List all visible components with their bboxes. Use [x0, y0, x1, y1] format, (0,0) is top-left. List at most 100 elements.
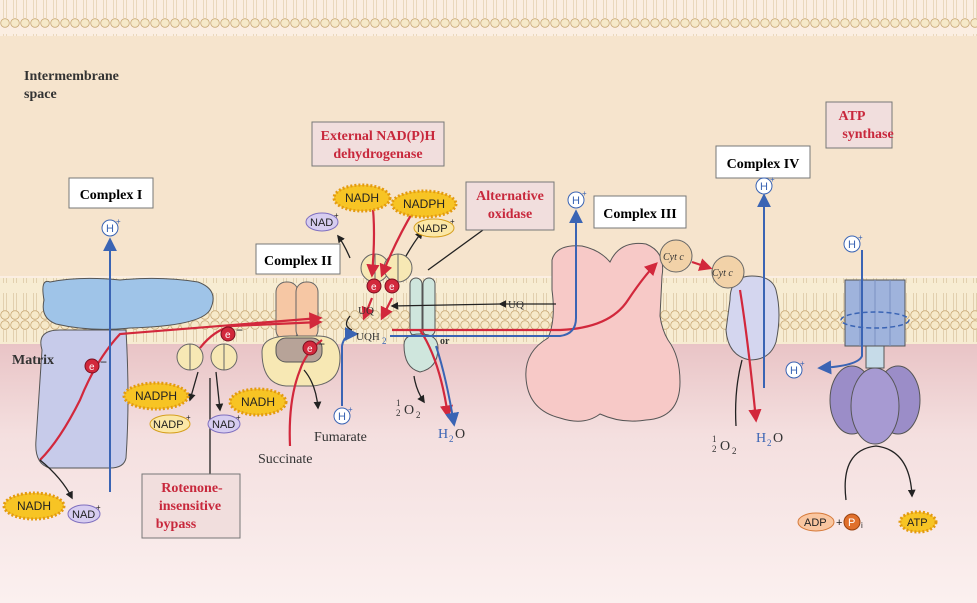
hplus-complex-i: H+: [101, 217, 121, 237]
svg-text:2: 2: [382, 336, 387, 346]
electron-external-1: e: [366, 278, 382, 294]
uqh2-label: UQH: [356, 331, 380, 343]
svg-text:e: e: [225, 330, 231, 341]
svg-text:e: e: [371, 282, 377, 293]
svg-text:O: O: [720, 439, 730, 454]
complex-i-label-box: [68, 177, 154, 209]
svg-text:O: O: [773, 431, 783, 446]
svg-text:NAD: NAD: [212, 419, 235, 431]
complex-iv: [725, 275, 780, 361]
svg-text:1: 1: [396, 398, 401, 408]
alternative-oxidase-label-2: oxidase: [488, 207, 532, 222]
svg-text:2: 2: [396, 408, 401, 418]
nadh-bursts: NADH NADPH NADH NADH NADPH: [2, 183, 458, 521]
complex-i-arm: [35, 329, 129, 469]
rotenone-label-2: insensitive: [159, 499, 221, 514]
complex-iv-label: Complex IV: [727, 157, 800, 172]
svg-text:H: H: [338, 411, 346, 423]
nadp-plus-bypass: NADP+: [149, 413, 191, 434]
electron-complex-ii: e−: [302, 337, 325, 356]
cyt-c-free: [659, 239, 693, 273]
or-label: or: [440, 336, 450, 347]
nadh-bypass: NADH: [228, 387, 288, 417]
plus-sign: +: [836, 517, 842, 529]
complex-i-label: Complex I: [80, 188, 143, 203]
alternative-oxidase-label-box: [465, 181, 555, 231]
svg-text:+: +: [582, 189, 587, 198]
intermembrane-space: [0, 36, 977, 276]
svg-text:+: +: [858, 233, 863, 242]
svg-text:NADH: NADH: [241, 395, 275, 409]
complex-iii-label-box: [593, 195, 687, 229]
svg-text:NADH: NADH: [17, 499, 51, 513]
svg-text:H: H: [572, 195, 580, 207]
nadp-plus-external: NADP+: [413, 217, 455, 238]
electron-external-2: e: [384, 278, 400, 294]
atp-synthase-label-1: ATP: [839, 109, 866, 124]
nadh-bottom-left: NADH: [2, 491, 66, 521]
substrates-products: Succinate Fumarate 1 2 O 2 H 2 O 1 2 O 2…: [258, 398, 783, 467]
complex-ii-label: Complex II: [264, 254, 332, 269]
nad-products: NAD+ NADP+ NAD+ NAD+ NADP+: [67, 211, 455, 524]
electron-bypass: e−: [220, 323, 243, 342]
nad-plus-external: NAD+: [305, 211, 339, 232]
cyt-c-bound: [711, 255, 745, 289]
adp: ADP: [797, 512, 835, 532]
svg-text:ATP: ATP: [907, 517, 928, 529]
svg-text:2: 2: [767, 438, 772, 448]
svg-text:1: 1: [712, 434, 717, 444]
svg-text:+: +: [236, 413, 241, 422]
electron-tokens: e− e− e− e e: [84, 278, 400, 374]
complex-i: [42, 277, 214, 330]
water-alt-oxidase: H 2 O: [438, 427, 465, 444]
svg-text:+: +: [96, 503, 101, 512]
complex-ii-label-box: [255, 243, 341, 275]
svg-text:NAD: NAD: [72, 509, 95, 521]
svg-text:ADP: ADP: [804, 517, 827, 529]
cyt-c-labels: Cyt c Cyt c: [663, 252, 733, 279]
svg-text:O: O: [455, 427, 465, 442]
hplus-atp-out: H+: [785, 359, 805, 379]
matrix-label: Matrix: [12, 353, 54, 368]
svg-text:NADP: NADP: [153, 419, 184, 431]
alternative-oxidase: [409, 277, 423, 337]
rotenone-label-1: Rotenone-: [161, 481, 223, 496]
svg-text:+: +: [450, 217, 455, 226]
svg-text:−: −: [100, 355, 107, 369]
oxygen-complex-iv: 1 2 O 2: [712, 434, 737, 456]
nadph-bypass: NADPH: [122, 381, 190, 411]
svg-text:i: i: [861, 521, 863, 530]
svg-text:e: e: [307, 344, 313, 355]
hplus-complex-iv: H+: [755, 175, 775, 195]
svg-text:2: 2: [416, 410, 421, 420]
complex-labels: Complex I Complex II Complex III Complex…: [68, 101, 894, 539]
svg-text:P: P: [848, 517, 855, 529]
complex-iii: [525, 242, 681, 422]
svg-text:H: H: [438, 427, 448, 442]
intermembrane-label-2: space: [24, 87, 57, 102]
alternative-oxidase-label-1: Alternative: [476, 189, 544, 204]
cyt-c-bound-label: Cyt c: [712, 268, 733, 279]
svg-text:−: −: [236, 323, 243, 337]
complex-iv-label-box: [715, 145, 811, 179]
svg-text:+: +: [116, 217, 121, 226]
svg-text:2: 2: [712, 444, 717, 454]
cyt-c-free-label: Cyt c: [663, 252, 684, 263]
nad-plus-bottom: NAD+: [67, 503, 101, 524]
svg-text:NADP: NADP: [417, 223, 448, 235]
rotenone-label-3: bypass: [156, 517, 197, 532]
complex-iii-label: Complex III: [603, 207, 677, 222]
proton-tokens: H+ H+ H+ H+ H+ H+: [101, 175, 863, 425]
svg-text:2: 2: [732, 446, 737, 456]
water-complex-iv: H 2 O: [756, 431, 783, 448]
hplus-complex-iii: H+: [567, 189, 587, 209]
svg-text:e: e: [89, 362, 95, 373]
electron-complex-i: e−: [84, 355, 107, 374]
outer-membrane: [0, 0, 977, 36]
svg-text:+: +: [800, 359, 805, 368]
svg-text:NADPH: NADPH: [403, 197, 445, 211]
proton-paths: [103, 193, 863, 492]
external-nadph-label-1: External NAD(P)H: [321, 129, 436, 144]
